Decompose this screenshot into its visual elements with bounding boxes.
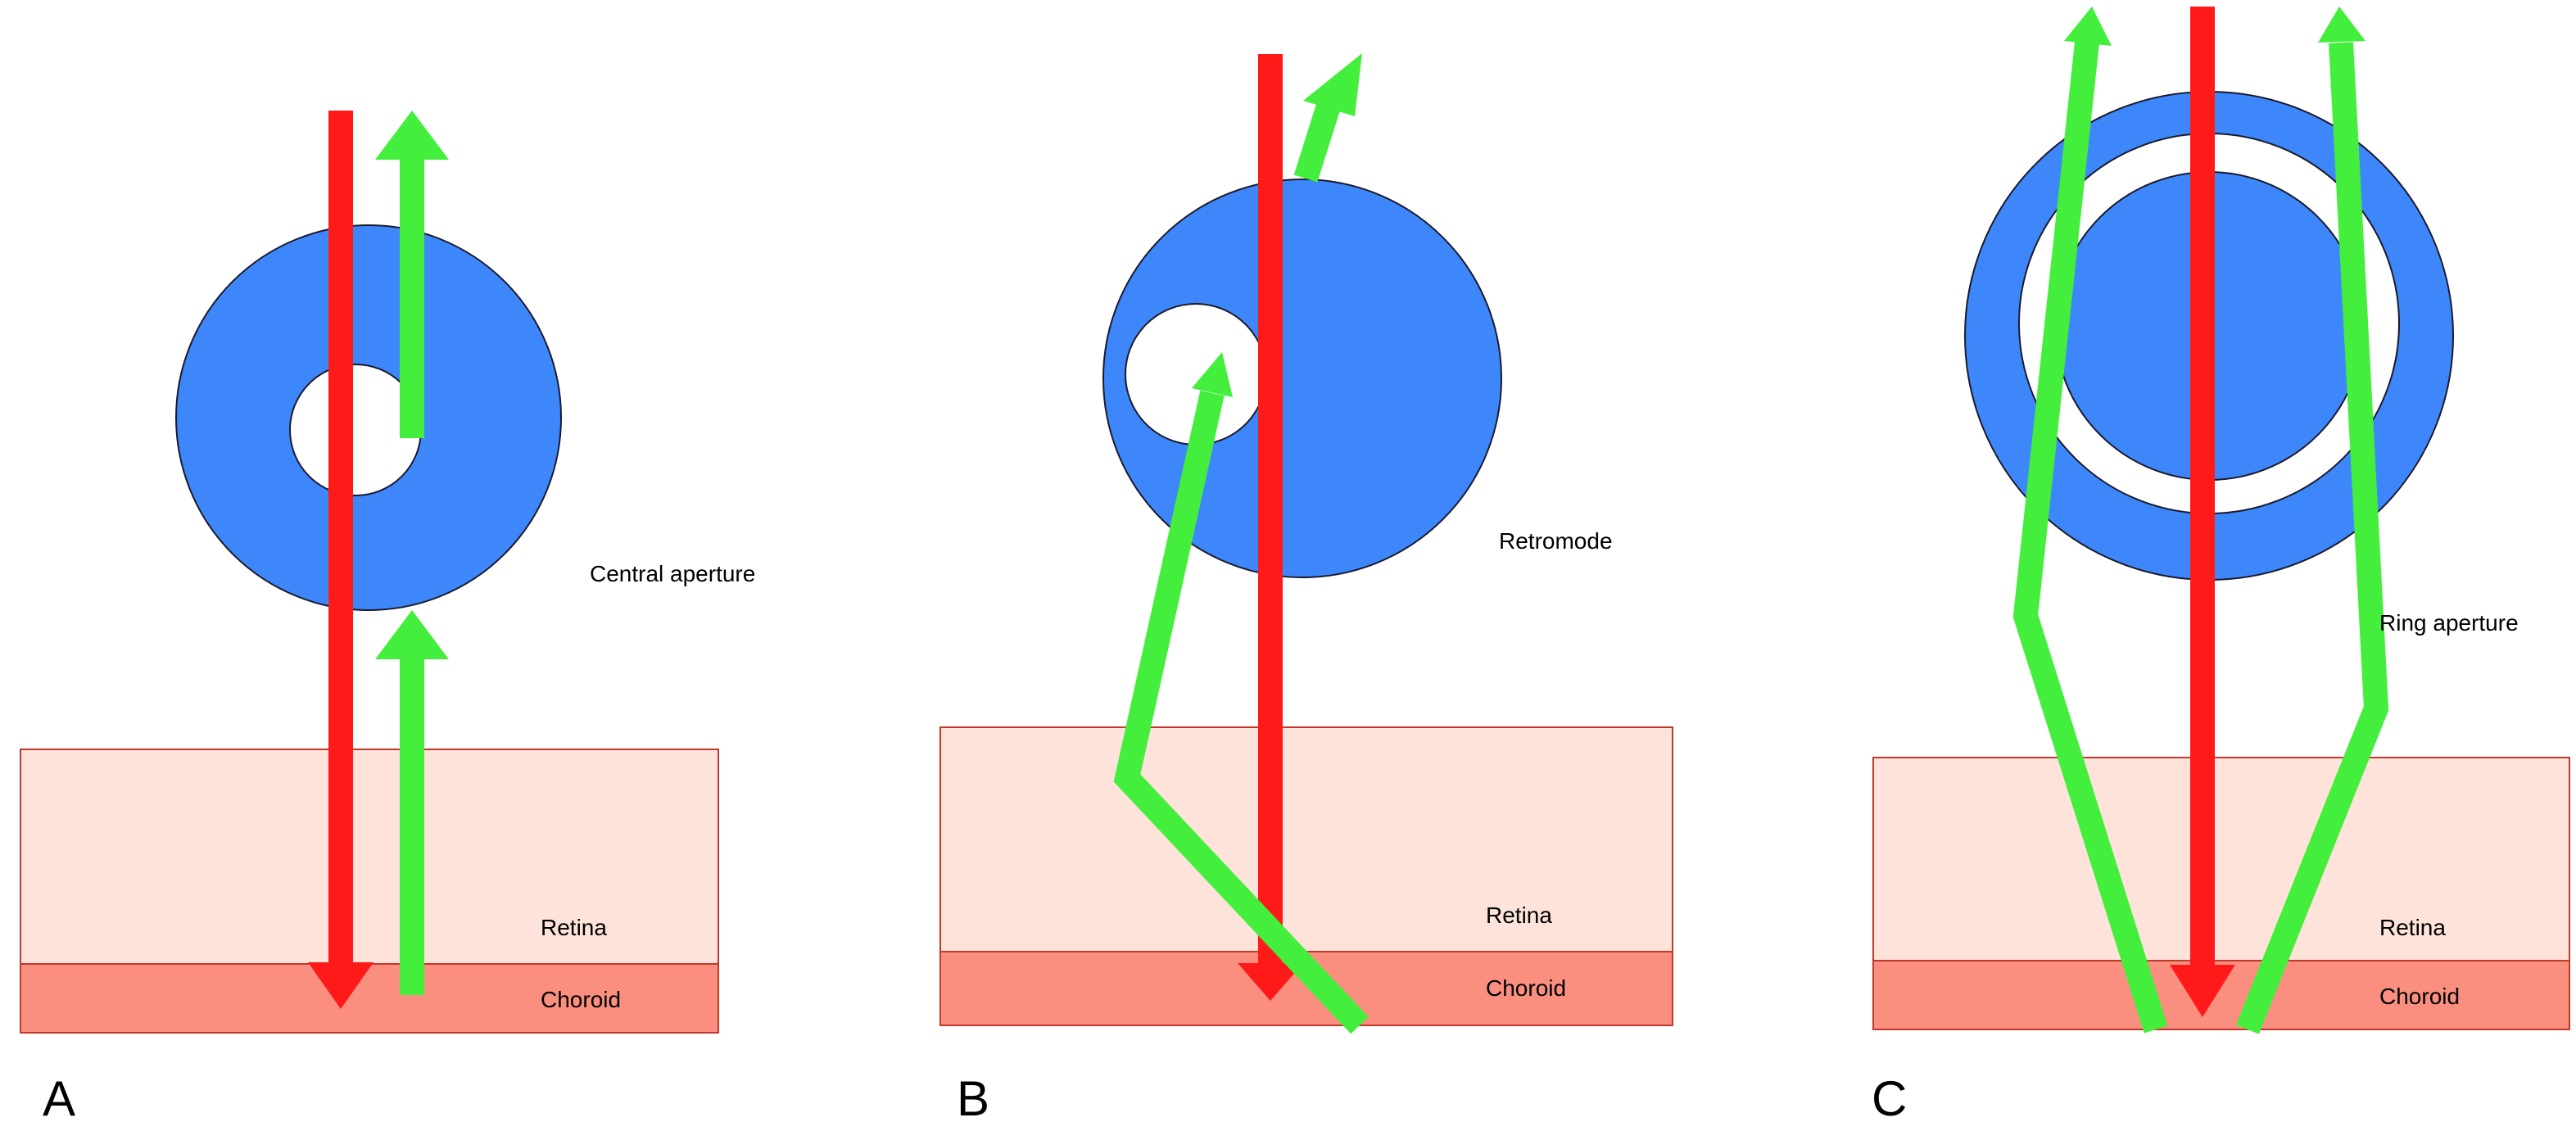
choroid-label-a: Choroid: [541, 987, 621, 1012]
illumination-arrow-b: [1238, 54, 1303, 1001]
retina-label-c: Retina: [2379, 915, 2446, 940]
retina-label-b: Retina: [1486, 903, 1552, 928]
reflected-arrow-upper-a: [375, 111, 449, 438]
retina-label-a: Retina: [541, 915, 607, 940]
aperture-label-a: Central aperture: [590, 561, 755, 586]
retina-layer-a: [20, 749, 719, 965]
aperture-label-c: Ring aperture: [2379, 610, 2519, 636]
panel-letter-a: A: [43, 1071, 75, 1126]
choroid-layer-a: [20, 963, 719, 1034]
panel-a: Central aperture Retina Choroid A: [20, 111, 755, 1126]
retina-layer-b: [939, 726, 1673, 952]
choroid-label-b: Choroid: [1486, 975, 1566, 1001]
aperture-label-b: Retromode: [1499, 528, 1613, 554]
illumination-arrow-c: [2170, 7, 2235, 1017]
retina-layer-c: [1872, 757, 2570, 961]
reflected-arrow-left-c: [2012, 7, 2168, 1034]
panel-b: Retromode Retina Choroid B: [939, 53, 1673, 1126]
reflected-arrow-lower-b: [1113, 352, 1369, 1034]
choroid-label-c: Choroid: [2379, 984, 2460, 1009]
illumination-arrow-a: [308, 111, 373, 1009]
reflected-arrow-right-c: [2236, 7, 2389, 1034]
panel-c: Ring aperture Retina Choroid C: [1872, 7, 2570, 1126]
panel-letter-c: C: [1872, 1071, 1907, 1126]
reflected-arrow-lower-a: [375, 610, 449, 995]
panel-letter-b: B: [957, 1071, 989, 1126]
reflected-arrow-upper-b: [1293, 53, 1362, 183]
